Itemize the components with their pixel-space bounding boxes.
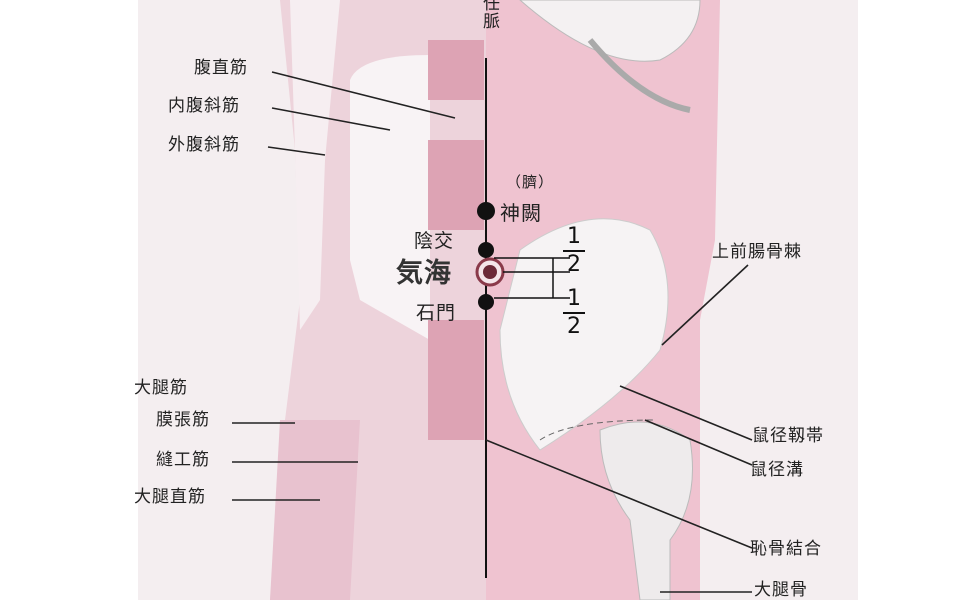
fraction-bar xyxy=(563,312,585,314)
shenque-note: （臍） xyxy=(506,173,555,191)
tfl-label-line1: 大腿筋 xyxy=(134,378,188,398)
femur-label: 大腿骨 xyxy=(754,580,808,600)
qihai-label: 気海 xyxy=(396,258,452,289)
inguinal-groove-label: 鼠径溝 xyxy=(750,460,804,480)
shimen-point[interactable] xyxy=(478,294,494,310)
rectus-femoris-label: 大腿直筋 xyxy=(134,487,206,507)
fraction-numerator: 1 xyxy=(567,286,581,311)
fraction-denominator: 2 xyxy=(567,252,581,277)
ribcage xyxy=(519,0,701,62)
inguinal-ligament-label: 鼠径靱帯 xyxy=(752,426,824,446)
shimen-label: 石門 xyxy=(416,302,457,324)
fraction-numerator: 1 xyxy=(567,224,581,249)
proportion-bracket xyxy=(494,257,570,299)
fraction-denominator: 2 xyxy=(567,314,581,339)
asis-label: 上前腸骨棘 xyxy=(712,242,802,262)
qihai-point[interactable] xyxy=(483,265,497,279)
rib xyxy=(587,38,691,113)
external-oblique-shape xyxy=(290,0,340,330)
sartorius-label: 縫工筋 xyxy=(156,450,210,470)
ilium-bone xyxy=(499,218,669,451)
external-oblique-label: 外腹斜筋 xyxy=(168,135,240,155)
yinjiao-label: 陰交 xyxy=(414,230,455,252)
tfl-label-line2: 膜張筋 xyxy=(156,410,210,430)
fraction-upper: 1 2 xyxy=(563,226,585,276)
shenque-label: 神闕 xyxy=(500,201,542,225)
inguinal-dashed-line xyxy=(539,419,656,441)
thigh-muscles xyxy=(270,420,360,600)
pubic-symphysis-label: 恥骨結合 xyxy=(750,539,822,559)
yinjiao-point[interactable] xyxy=(478,242,494,258)
rectus-abdominis-label: 腹直筋 xyxy=(194,58,248,78)
fraction-lower: 1 2 xyxy=(563,288,585,338)
rectus-segment xyxy=(428,320,484,440)
rectus-segment xyxy=(428,40,484,100)
leader-lines xyxy=(232,71,753,593)
fraction-bar xyxy=(563,250,585,252)
ren-meridian-label: 任脈 xyxy=(479,0,499,30)
internal-oblique-label: 内腹斜筋 xyxy=(168,96,240,116)
internal-oblique-shape xyxy=(350,55,430,340)
rectus-segment xyxy=(428,140,484,230)
shenque-point[interactable] xyxy=(477,202,495,220)
